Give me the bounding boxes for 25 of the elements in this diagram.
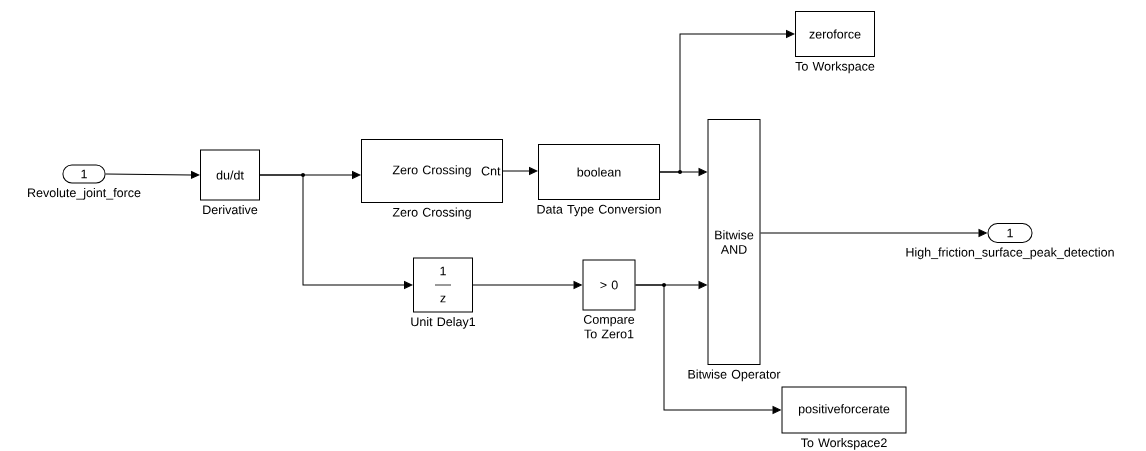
- signal-arrow: [502, 167, 538, 175]
- block-box: 1 z: [413, 257, 473, 313]
- block-caption: Data Type Conversion: [537, 204, 661, 217]
- block-caption: Compare To Zero1: [583, 315, 635, 339]
- block-box: Bitwise AND: [707, 119, 761, 365]
- signal-arrow: [635, 284, 781, 414]
- block-box: du/dt: [200, 149, 260, 201]
- block-box: positiveforcerate: [781, 386, 907, 434]
- block-box: zeroforce: [795, 11, 875, 57]
- block-caption: Revolute_joint_force: [28, 188, 141, 200]
- block-box: boolean: [538, 144, 660, 200]
- block-caption: Derivative: [203, 205, 258, 215]
- block-box: Zero Crossing Cnt: [361, 139, 503, 203]
- block-box: > 0: [582, 259, 636, 311]
- signal-arrow: [259, 174, 413, 289]
- block-caption: High_friction_surface_peak_detection: [906, 247, 1114, 260]
- block-caption: Bitwise Operator: [688, 369, 781, 382]
- block-caption: Zero Crossing: [392, 207, 471, 220]
- block-caption: To Workspace: [795, 61, 875, 74]
- block-caption: To Workspace2: [801, 438, 887, 450]
- signal-arrow: [472, 281, 582, 289]
- signal-arrow: [760, 229, 987, 237]
- signal-arrow: [659, 168, 707, 176]
- block-caption: Unit Delay1: [411, 317, 476, 329]
- signal-arrow: [105, 171, 200, 179]
